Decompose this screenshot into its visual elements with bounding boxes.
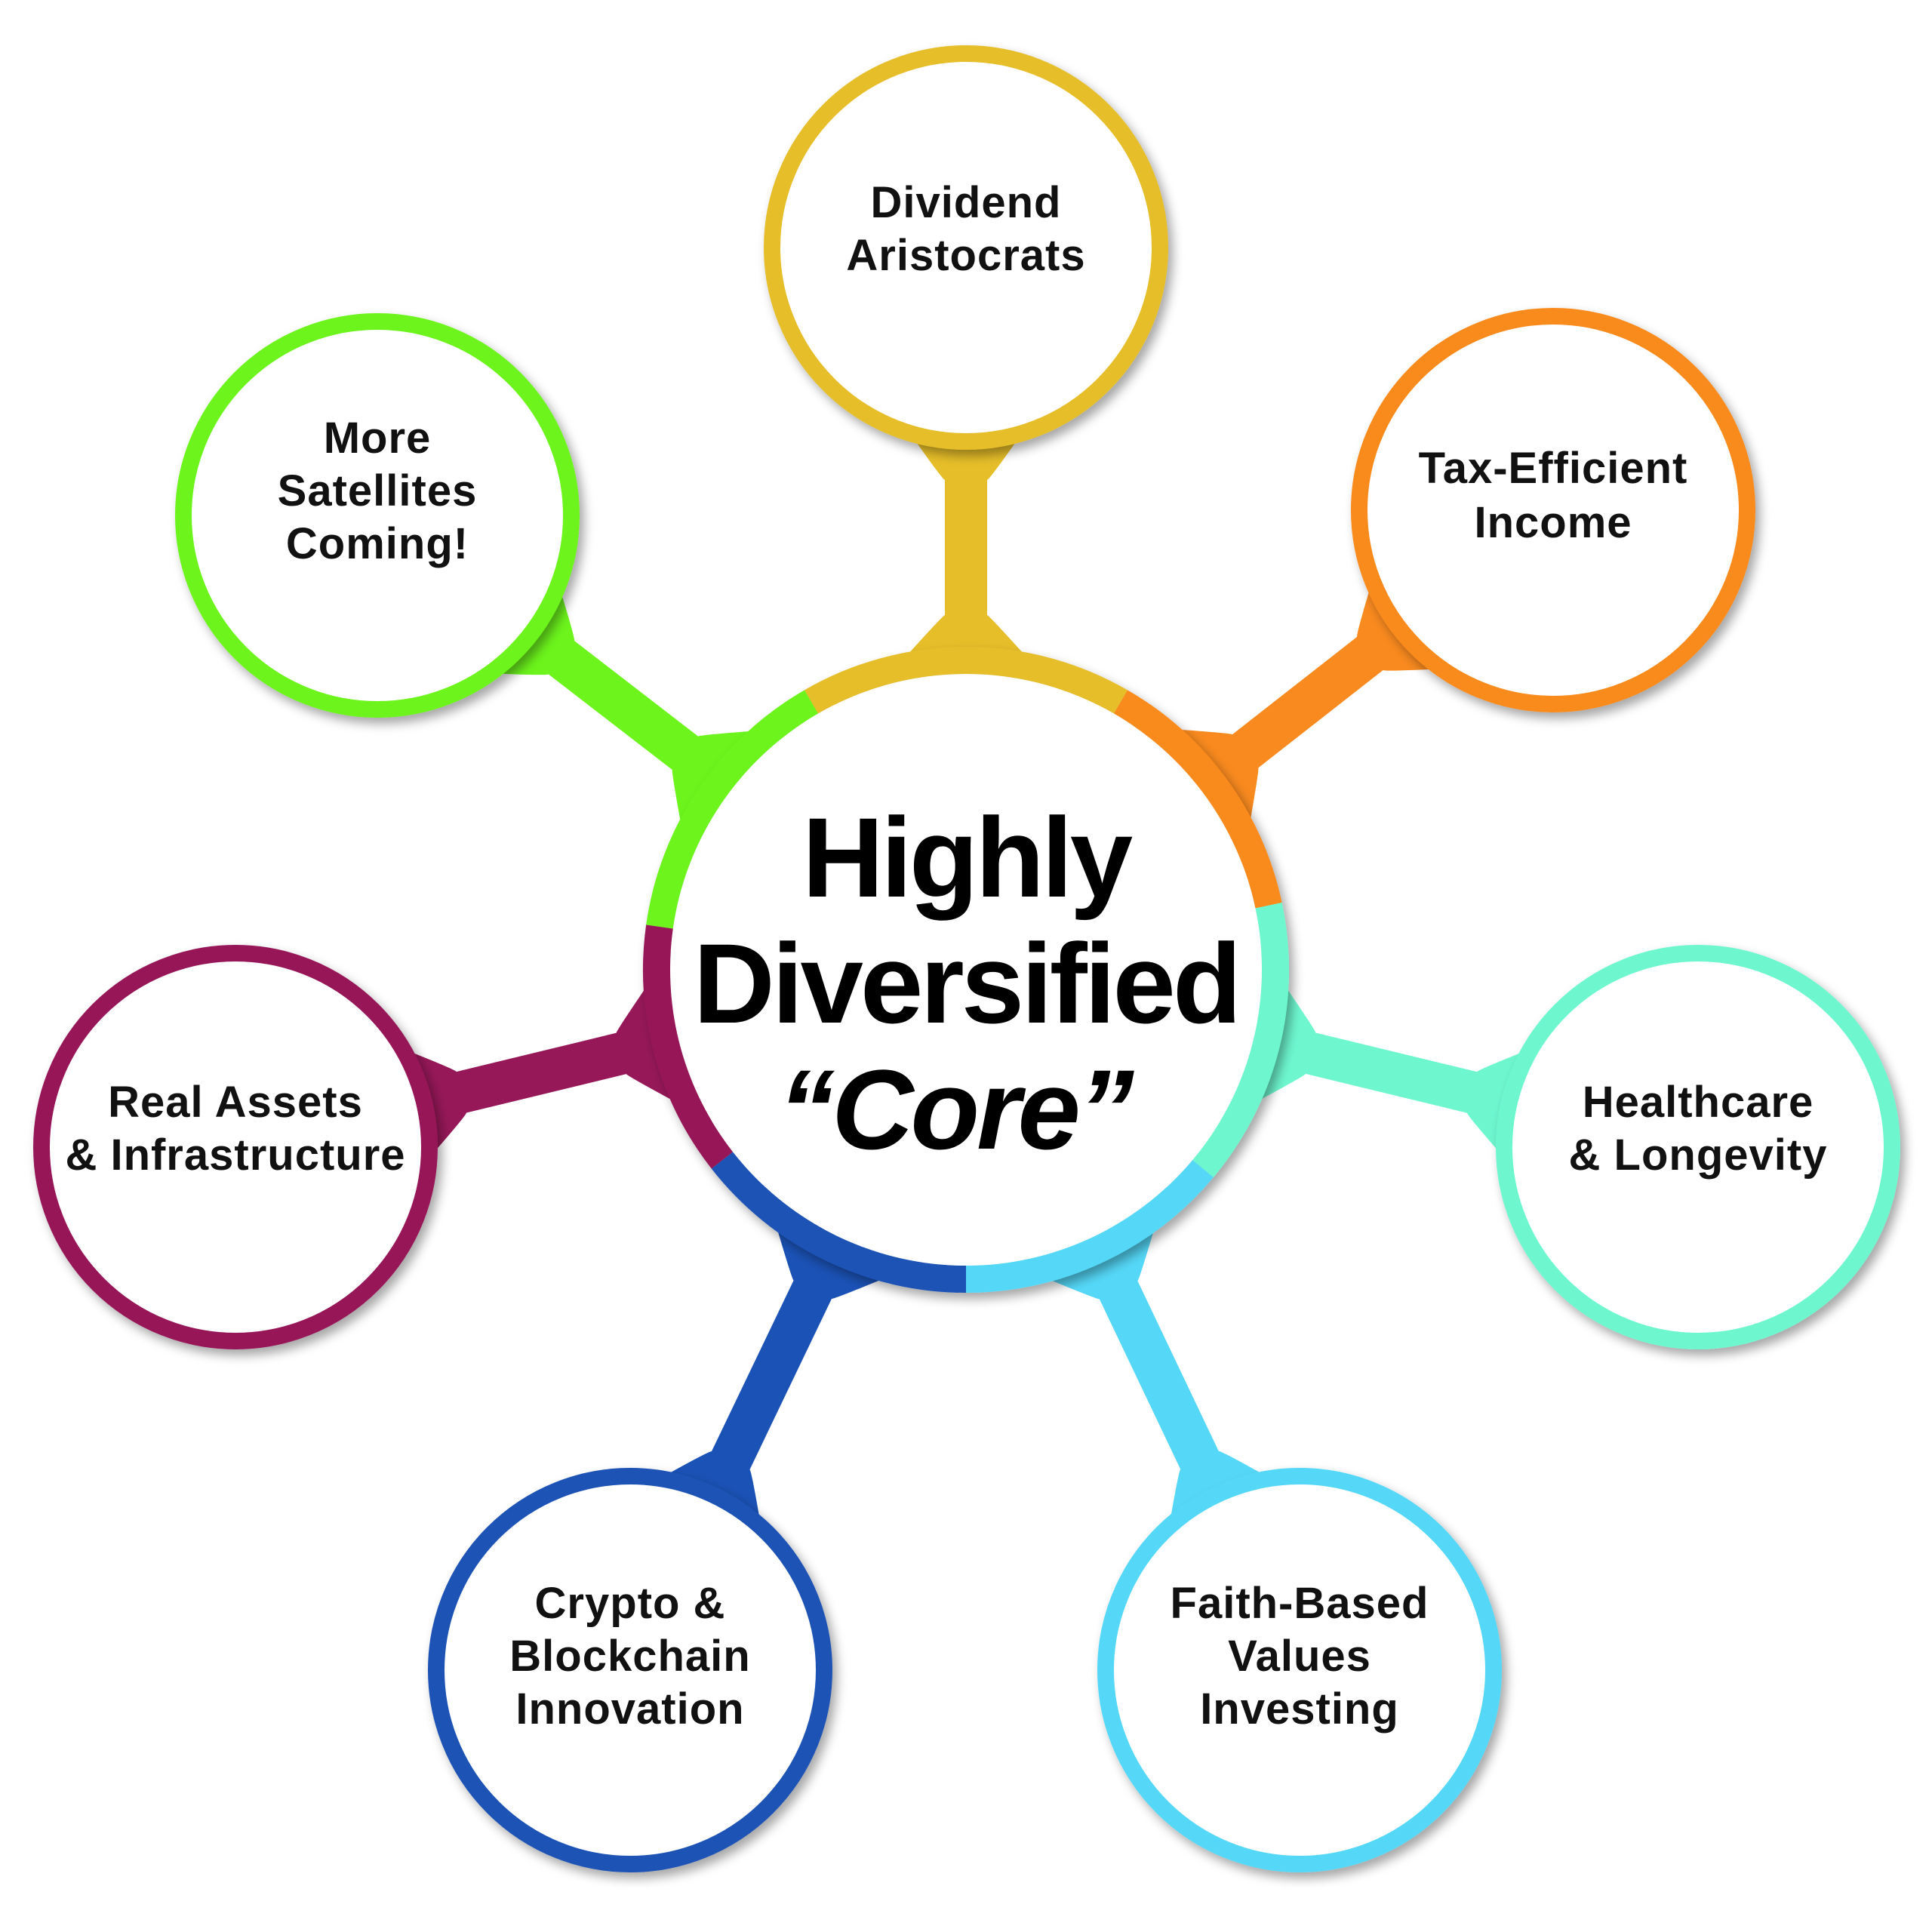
satellite-real-assets: Real Assets& Infrastructure xyxy=(33,945,438,1349)
core-ring-segment-healthcare xyxy=(1192,903,1289,1178)
satellite-label-faith-line-2: Values xyxy=(1228,1632,1371,1681)
satellite-ring-dividend xyxy=(764,45,1168,450)
satellite-label-real-assets-line-2: & Infrastructure xyxy=(65,1131,405,1180)
connector-healthcare xyxy=(1216,947,1538,1164)
satellite-label-healthcare-line-1: Healthcare xyxy=(1583,1078,1814,1127)
core-title-line-2: Diversified xyxy=(694,920,1239,1047)
satellite-label-more-line-1: More xyxy=(324,414,432,463)
core-ring-segment-faith xyxy=(965,1159,1214,1293)
satellite-label-crypto-line-1: Crypto & xyxy=(535,1579,726,1628)
satellite-label-crypto-line-3: Innovation xyxy=(515,1684,744,1734)
satellite-label-faith-line-3: Investing xyxy=(1200,1684,1399,1734)
satellite-label-faith-line-1: Faith-Based xyxy=(1171,1579,1429,1628)
core-fill xyxy=(670,674,1262,1266)
satellite-label-real-assets-line-1: Real Assets xyxy=(108,1078,363,1127)
satellite-ring-crypto xyxy=(428,1468,832,1872)
satellite-label-crypto-line-2: Blockchain xyxy=(509,1632,750,1681)
core-title-line-1: Highly xyxy=(802,794,1133,921)
core-ring-segment-crypto xyxy=(711,1152,967,1293)
satellites: DividendAristocratsTax-EfficientIncomeHe… xyxy=(33,45,1900,1872)
core-ring-segment-tax xyxy=(1113,690,1282,909)
satellite-label-tax-line-1: Tax-Efficient xyxy=(1419,444,1688,493)
satellite-label-dividend-line-2: Aristocrats xyxy=(846,231,1085,280)
satellite-ring-faith xyxy=(1097,1468,1502,1872)
satellite-healthcare: Healthcare& Longevity xyxy=(1496,945,1900,1349)
satellite-label-more-line-2: Satellites xyxy=(278,466,478,515)
satellite-label-more-line-3: Coming! xyxy=(286,519,469,568)
core-ring-segment-real-assets xyxy=(643,924,734,1169)
satellite-ring-real-assets xyxy=(33,945,438,1349)
satellite-ring-tax xyxy=(1351,308,1755,712)
core-title-line-3: “Core” xyxy=(778,1046,1134,1173)
satellite-ring-more xyxy=(175,313,580,718)
core-ring xyxy=(643,647,1289,1293)
satellite-label-dividend-line-1: Dividend xyxy=(871,178,1062,227)
connector-real-assets xyxy=(395,947,716,1164)
satellite-ring-healthcare xyxy=(1496,945,1900,1349)
satellite-label-healthcare-line-2: & Longevity xyxy=(1569,1131,1828,1180)
core-ring-segment-more xyxy=(646,690,819,929)
core-node: Highly Diversified “Core” xyxy=(643,647,1289,1293)
connector-dividend xyxy=(875,427,1057,691)
satellite-label-tax-line-2: Income xyxy=(1474,498,1632,547)
core-ring-segment-dividend xyxy=(804,647,1128,714)
